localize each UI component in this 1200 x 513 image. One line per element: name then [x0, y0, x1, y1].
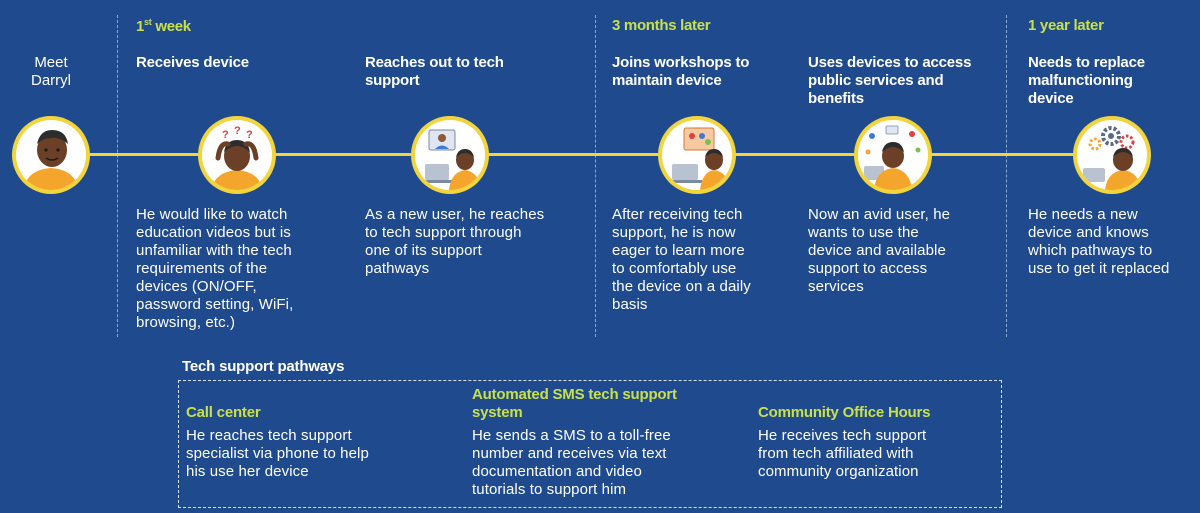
darryl-portrait-icon	[16, 120, 86, 190]
pathway-community: Community Office Hours He receives tech …	[758, 404, 998, 481]
services-icon	[858, 120, 928, 190]
divider-3	[1006, 15, 1007, 337]
phase-three-months: 3 months later	[612, 17, 711, 34]
step-heading-uses-devices: Uses devices to access public services a…	[808, 54, 972, 107]
video-call-icon	[415, 120, 485, 190]
workshop-icon	[662, 120, 732, 190]
timeline-line	[50, 153, 1140, 156]
pathway-heading: Community Office Hours	[758, 404, 931, 421]
confused-person-circle: ? ? ?	[198, 116, 276, 194]
gears-icon	[1077, 120, 1147, 190]
divider-2	[595, 15, 596, 337]
step-desc-needs-replace: He needs a new device and knows which pa…	[1028, 206, 1170, 277]
gears-circle	[1073, 116, 1151, 194]
services-circle	[854, 116, 932, 194]
step-heading-needs-replace: Needs to replace malfunctioning device	[1028, 54, 1145, 107]
pathway-heading: Automated SMS tech support system	[472, 386, 677, 421]
svg-text:?: ?	[246, 129, 253, 141]
pathway-sms: Automated SMS tech support system He sen…	[472, 386, 742, 499]
pathway-call-center: Call center He reaches tech support spec…	[186, 404, 456, 481]
pathway-heading: Call center	[186, 404, 261, 421]
step-desc-reaches-out: As a new user, he reaches to tech suppor…	[365, 206, 545, 277]
pathway-desc: He reaches tech support specialist via p…	[186, 427, 369, 480]
svg-text:?: ?	[222, 129, 229, 141]
pathway-desc: He sends a SMS to a toll-free number and…	[472, 427, 671, 498]
step-heading-receives-device: Receives device	[136, 54, 249, 71]
svg-text:?: ?	[234, 125, 241, 137]
pathways-title: Tech support pathways	[182, 358, 345, 375]
workshop-circle	[658, 116, 736, 194]
phase-first-week: 1st week	[136, 17, 191, 35]
step-heading-reaches-out: Reaches out to tech support	[365, 54, 504, 89]
confused-person-icon: ? ? ?	[202, 120, 272, 190]
meet-darryl-label: Meet Darryl	[31, 54, 71, 89]
pathway-desc: He receives tech support from tech affil…	[758, 427, 927, 480]
darryl-portrait-circle	[12, 116, 90, 194]
video-call-circle	[411, 116, 489, 194]
step-desc-receives-device: He would like to watch education videos …	[136, 206, 294, 331]
pathways-box	[178, 380, 1002, 508]
step-desc-uses-devices: Now an avid user, he wants to use the de…	[808, 206, 951, 295]
step-heading-joins-workshops: Joins workshops to maintain device	[612, 54, 750, 89]
phase-one-year: 1 year later	[1028, 17, 1104, 34]
divider-1	[117, 15, 118, 337]
step-desc-joins-workshops: After receiving tech support, he is now …	[612, 206, 751, 313]
